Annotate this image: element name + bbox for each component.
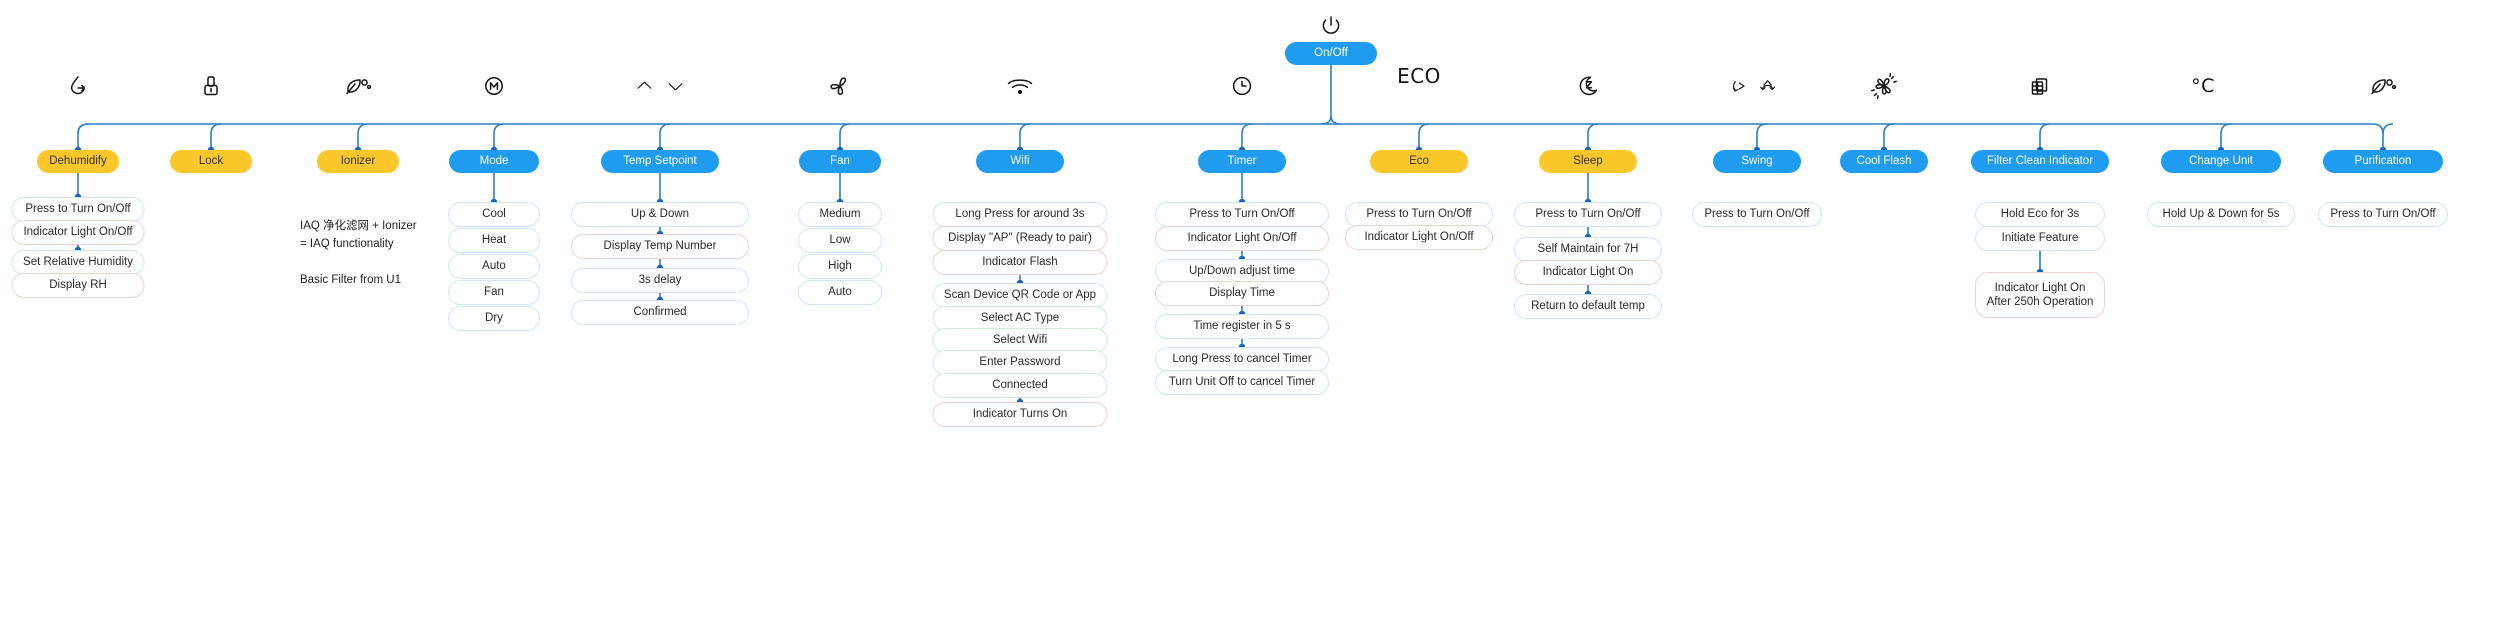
step-box[interactable]: Enter Password [932,350,1108,375]
category-pill-lock[interactable]: Lock [170,150,252,173]
step-box[interactable]: Press to Turn On/Off [1514,202,1662,227]
step-box[interactable]: Up & Down [571,202,749,227]
category-pill-sleep[interactable]: Sleep [1539,150,1637,173]
note-iaq: IAQ 净化滤网 + Ionizer = IAQ functionality [300,220,417,250]
category-pill-dehumidify[interactable]: Dehumidify [37,150,119,173]
step-box[interactable]: Dry [448,306,540,331]
step-box[interactable]: Long Press to cancel Timer [1155,347,1329,372]
step-box[interactable]: Indicator Light On [1514,260,1662,285]
filter-icon [2012,66,2068,106]
leaf-ion-icon [2355,66,2411,106]
step-box[interactable]: Medium [798,202,882,227]
step-box[interactable]: Fan [448,280,540,305]
category-pill-change-unit[interactable]: Change Unit [2161,150,2281,173]
step-box[interactable]: Self Maintain for 7H [1514,237,1662,262]
lock-icon [183,66,239,106]
power-icon [1303,6,1359,46]
step-box[interactable]: Display Temp Number [571,234,749,259]
step-box[interactable]: Indicator Light On/Off [1345,225,1493,250]
step-box[interactable]: Display Time [1155,281,1329,306]
step-box[interactable]: Press to Turn On/Off [11,197,145,222]
category-pill-wifi[interactable]: Wifi [976,150,1064,173]
step-box[interactable]: Cool [448,202,540,227]
step-box[interactable]: Up/Down adjust time [1155,259,1329,284]
step-box[interactable]: Turn Unit Off to cancel Timer [1155,370,1329,395]
leaf-ion-icon [330,66,386,106]
category-pill-cool-flash[interactable]: Cool Flash [1840,150,1928,173]
step-box[interactable]: Press to Turn On/Off [2318,202,2448,227]
step-box[interactable]: Time register in 5 s [1155,314,1329,339]
step-box[interactable]: Display "AP" (Ready to pair) [932,226,1108,251]
step-box[interactable]: Hold Up & Down for 5s [2147,202,2295,227]
eco-text-icon: ECO [1397,64,1441,88]
wifi-icon [992,66,1048,106]
humidity-icon [50,66,106,106]
root-node-on-off[interactable]: On/Off [1285,42,1377,65]
swing-icon [1729,66,1785,106]
note-filter: Basic Filter from U1 [300,274,401,286]
step-box[interactable]: Indicator Turns On [932,402,1108,427]
category-pill-purification[interactable]: Purification [2323,150,2443,173]
category-pill-mode[interactable]: Mode [449,150,539,173]
category-pill-temp-setpoint[interactable]: Temp Setpoint [601,150,719,173]
step-box[interactable]: Press to Turn On/Off [1345,202,1493,227]
category-pill-eco[interactable]: Eco [1370,150,1468,173]
moon-z-icon [1560,66,1616,106]
step-box[interactable]: Connected [932,373,1108,398]
step-box[interactable]: Low [798,228,882,253]
chevron-up-down-icon [632,66,688,106]
fan-icon [812,66,868,106]
cool-flash-icon [1856,66,1912,106]
step-box[interactable]: Confirmed [571,300,749,325]
step-box[interactable]: Indicator Light On/Off [11,220,145,245]
step-box[interactable]: Auto [798,280,882,305]
step-box[interactable]: 3s delay [571,268,749,293]
step-box[interactable]: Indicator Light On After 250h Operation [1975,272,2105,318]
clock-icon [1214,66,1270,106]
step-box[interactable]: Heat [448,228,540,253]
step-box[interactable]: High [798,254,882,279]
category-pill-timer[interactable]: Timer [1198,150,1286,173]
step-box[interactable]: Initiate Feature [1975,226,2105,251]
step-box[interactable]: Return to default temp [1514,294,1662,319]
step-box[interactable]: Scan Device QR Code or App [932,283,1108,308]
step-box[interactable]: Long Press for around 3s [932,202,1108,227]
category-pill-ionizer[interactable]: Ionizer [317,150,399,173]
mode-m-icon [466,66,522,106]
category-pill-swing[interactable]: Swing [1713,150,1801,173]
step-box[interactable]: Press to Turn On/Off [1155,202,1329,227]
step-box[interactable]: Indicator Light On/Off [1155,226,1329,251]
category-pill-filter-clean-indicator[interactable]: Filter Clean Indicator [1971,150,2109,173]
step-box[interactable]: Hold Eco for 3s [1975,202,2105,227]
category-pill-fan[interactable]: Fan [799,150,881,173]
celsius-icon: °C [2191,75,2215,97]
step-box[interactable]: Display RH [11,273,145,298]
step-box[interactable]: Indicator Flash [932,250,1108,275]
step-box[interactable]: Press to Turn On/Off [1692,202,1822,227]
step-box[interactable]: Auto [448,254,540,279]
step-box[interactable]: Set Relative Humidity [11,250,145,275]
